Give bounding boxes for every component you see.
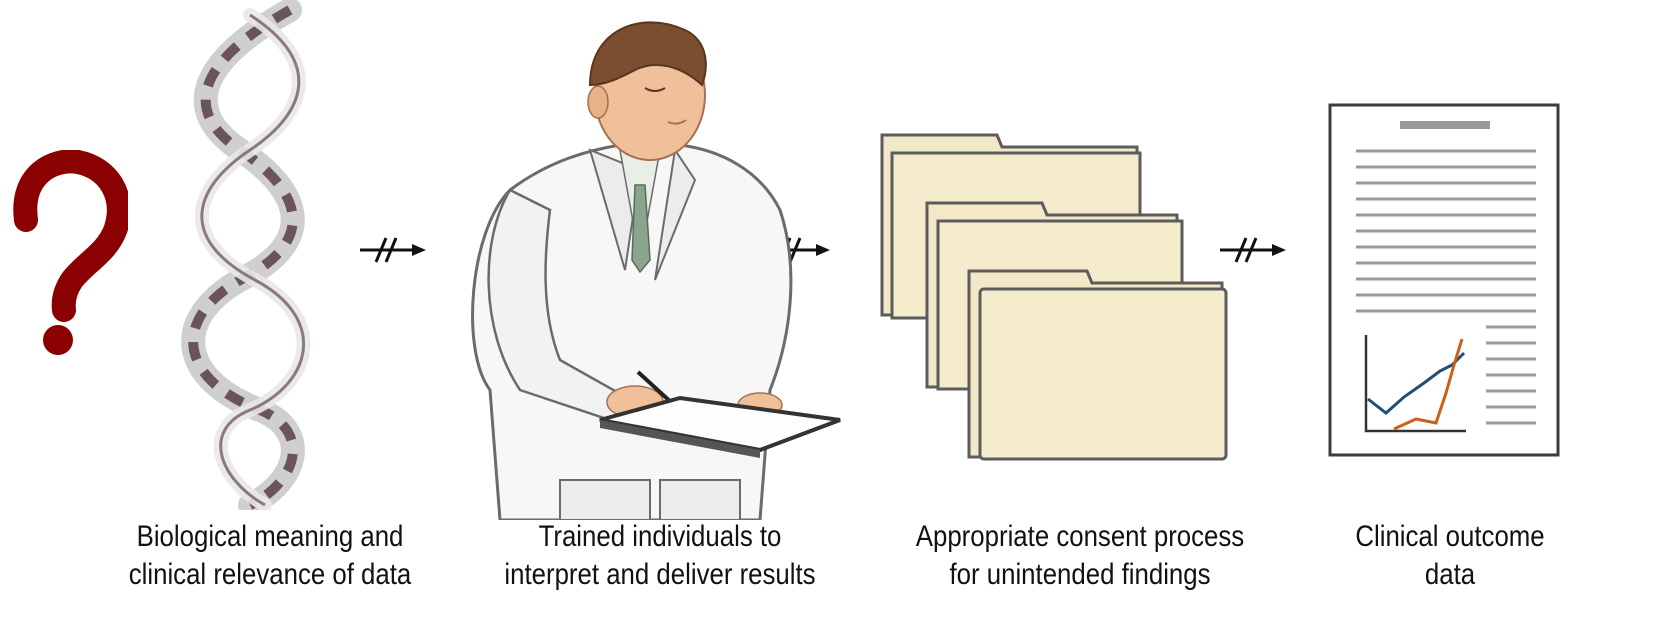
caption-line: interpret and deliver results bbox=[471, 556, 849, 594]
caption-line: for unintended findings bbox=[891, 556, 1269, 594]
caption-line: clinical relevance of data bbox=[89, 556, 450, 594]
report-chart-icon bbox=[1328, 103, 1560, 458]
clinician-icon bbox=[440, 10, 860, 520]
caption-line: Clinical outcome bbox=[1321, 518, 1579, 556]
caption-line: Appropriate consent process bbox=[891, 518, 1269, 556]
blocked-arrow-icon bbox=[358, 232, 428, 268]
dna-helix-icon bbox=[140, 0, 340, 510]
folders-icon bbox=[872, 125, 1232, 465]
caption-line: data bbox=[1321, 556, 1579, 594]
question-mark-icon bbox=[8, 150, 128, 360]
caption-consent-process: Appropriate consent process for unintend… bbox=[891, 518, 1269, 594]
caption-clinical-outcome: Clinical outcome data bbox=[1321, 518, 1579, 594]
caption-trained-individuals: Trained individuals to interpret and del… bbox=[471, 518, 849, 594]
caption-line: Trained individuals to bbox=[471, 518, 849, 556]
caption-biological-meaning: Biological meaning and clinical relevanc… bbox=[89, 518, 450, 594]
caption-line: Biological meaning and bbox=[89, 518, 450, 556]
